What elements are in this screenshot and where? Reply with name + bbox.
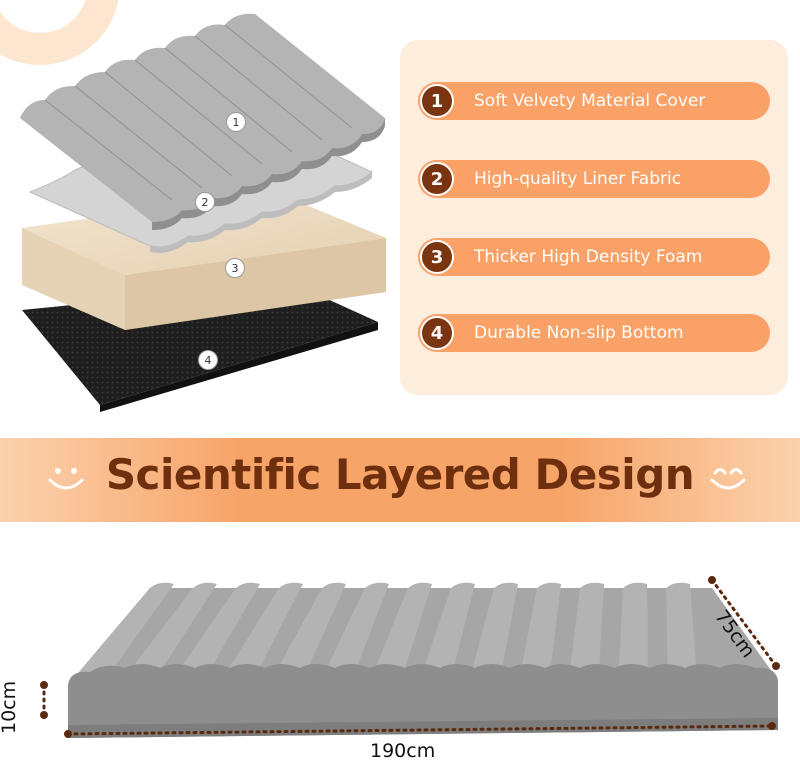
layer-marker-4: 4 xyxy=(198,350,218,370)
feature-number-badge: 1 xyxy=(420,84,454,118)
feature-item-foam: 3 Thicker High Density Foam xyxy=(418,238,770,276)
length-label: 190cm xyxy=(370,740,436,762)
layer-marker-2: 2 xyxy=(195,192,215,212)
layer-illustration: 1 2 3 4 xyxy=(0,0,400,430)
mattress-graphic xyxy=(40,576,780,738)
feature-label: Thicker High Density Foam xyxy=(474,247,703,267)
feature-label: Soft Velvety Material Cover xyxy=(474,91,706,111)
smiley-left-icon xyxy=(48,468,84,490)
feature-number-badge: 4 xyxy=(420,316,454,350)
feature-label: High-quality Liner Fabric xyxy=(474,169,682,189)
title-banner: Scientific Layered Design xyxy=(0,438,800,522)
mattress-dimensions: 190cm 75cm 10cm xyxy=(0,530,800,767)
height-label: 10cm xyxy=(0,680,20,734)
layer-marker-3: 3 xyxy=(225,258,245,278)
smiley-right-icon xyxy=(710,468,746,490)
feature-label: Durable Non-slip Bottom xyxy=(474,323,684,343)
length-dimension-line xyxy=(66,724,774,736)
layer-stack-graphic xyxy=(20,13,386,412)
banner-title: Scientific Layered Design xyxy=(105,450,695,499)
feature-number-badge: 2 xyxy=(420,162,454,196)
feature-number-badge: 3 xyxy=(420,240,454,274)
feature-item-bottom: 4 Durable Non-slip Bottom xyxy=(418,314,770,352)
features-panel: 1 Soft Velvety Material Cover 2 High-qua… xyxy=(400,40,788,395)
feature-item-liner: 2 High-quality Liner Fabric xyxy=(418,160,770,198)
feature-item-cover: 1 Soft Velvety Material Cover xyxy=(418,82,770,120)
layer-marker-1: 1 xyxy=(226,112,246,132)
